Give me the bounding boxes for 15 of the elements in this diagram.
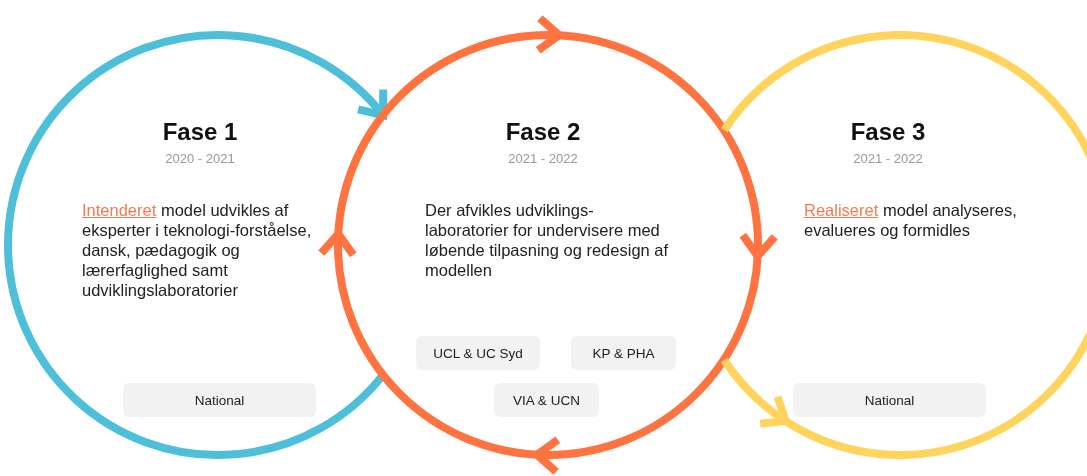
- partner-tag: National: [123, 383, 316, 417]
- date-range: 2021 - 2022: [508, 151, 578, 166]
- phase-title: Fase 1: [162, 118, 238, 146]
- description: Intenderet model udvikles af eksperter i teknologi-forståelse, dansk, pædagogik og lærerfaglighed samt udviklingslaboratorier: [82, 200, 313, 300]
- partner-tag: UCL & UC Syd: [416, 336, 540, 370]
- date-range: 2021 - 2022: [853, 151, 923, 166]
- partner-tag: National: [793, 383, 986, 417]
- partner-tag: VIA & UCN: [494, 383, 599, 417]
- partner-tag: KP & PHA: [571, 336, 676, 370]
- description: Der afvikles udviklings-laboratorier for undervisere med løbende tilpasning og redesign af modellen: [425, 200, 670, 280]
- description: Realiseret model analyseres, evalueres og formidles: [804, 200, 1018, 240]
- date-range: 2020 - 2021: [165, 151, 235, 166]
- phase-circle: [334, 31, 762, 459]
- phase-title: Fase 2: [505, 118, 581, 146]
- phase-title: Fase 3: [850, 118, 926, 146]
